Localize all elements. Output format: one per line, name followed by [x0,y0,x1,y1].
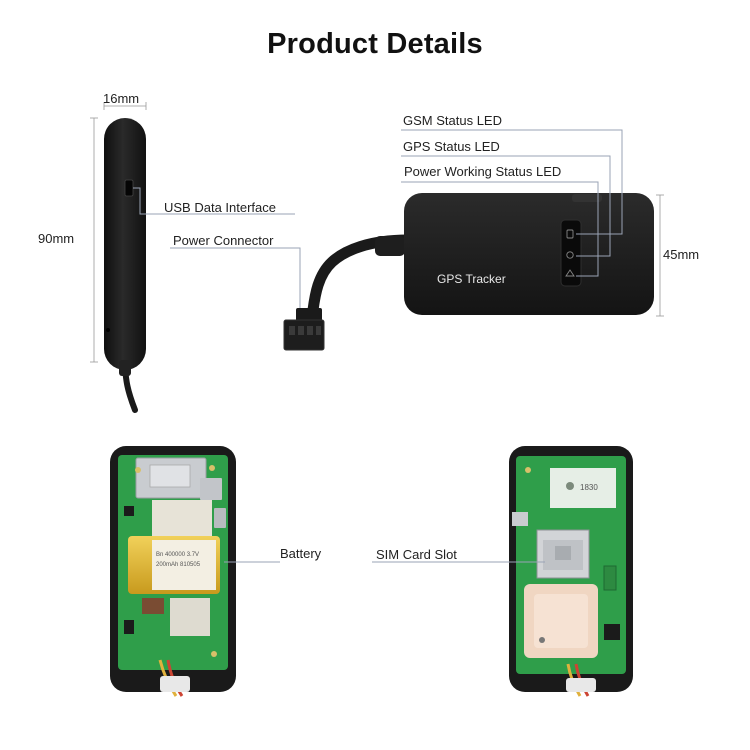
dimension-90mm [90,117,98,363]
usb-data-interface-label: USB Data Interface [164,200,276,215]
led-panel [560,219,582,287]
power-led-callout-line [401,181,599,277]
dimension-16mm-label: 16mm [103,91,140,106]
dimension-45mm [656,194,664,317]
gps-led-icon [566,251,574,259]
gsm-callout-line [401,129,623,235]
power-connector-label: Power Connector [173,233,274,248]
page-title: Product Details [267,28,483,60]
power-led-icon [565,269,575,277]
gps-callout-line [401,155,611,257]
power-led-label: Power Working Status LED [404,164,562,179]
gps-led-label: GPS Status LED [403,139,500,154]
usb-port-icon [512,512,528,526]
side-view-device [104,118,146,413]
dimension-90mm-label: 90mm [38,231,75,246]
gsm-led-icon [566,229,574,239]
open-device-battery-side: Bn 400000 3.7V 200mAh 810505 [110,446,236,697]
battery-print-2: 200mAh 810505 [156,562,201,568]
usb-callout-line [133,187,295,215]
front-view-device [283,193,654,351]
gsm-led-label: GSM Status LED [403,113,502,128]
device-label: GPS Tracker [437,272,506,286]
dimension-16mm [103,102,147,110]
dimension-45mm-label: 45mm [663,247,700,262]
pcb-print: 1830 [580,483,598,492]
battery-print-1: Bn 400000 3.7V [156,552,199,558]
power-connector-callout-line [170,247,301,322]
sim-card-slot-label: SIM Card Slot [376,547,457,562]
usb-port-icon [124,179,134,197]
battery-label: Battery [280,546,322,561]
open-device-sim-side: 1830 [509,446,633,697]
